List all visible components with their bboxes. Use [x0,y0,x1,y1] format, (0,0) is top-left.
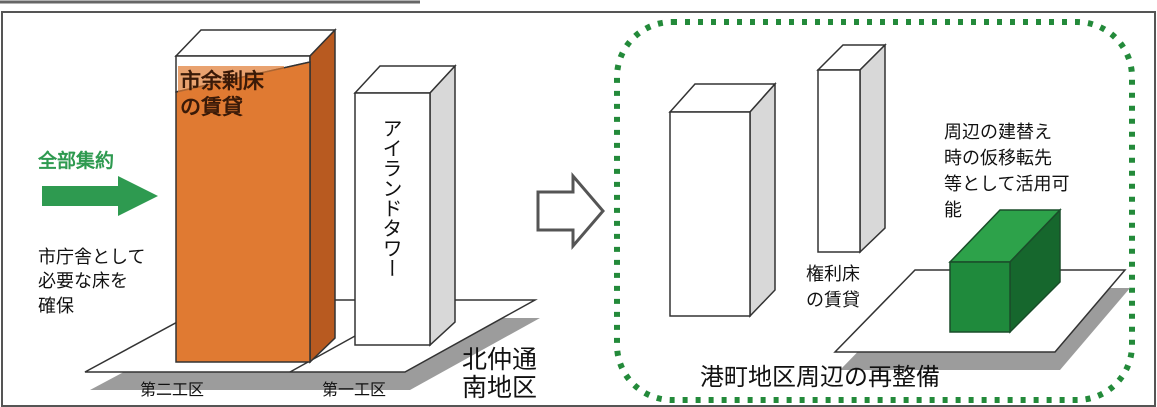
dotted-border [614,19,1135,403]
white-box-large-side [749,82,776,318]
floor-label: 権利床 の賃貸 [806,264,860,312]
orange-tower-side [309,28,336,364]
side-note: 市庁舎として 必要な床を 確保 [38,247,146,317]
white-tower-side [429,64,456,347]
area-name: 北仲通 南地区 [462,345,538,402]
green-block-front [949,261,1011,333]
outer-frame [1,11,1156,407]
white-tower-label: アイランドタワー [379,118,403,278]
transition-arrow-icon [536,171,605,251]
white-tower-front [354,92,431,346]
green-arrow-icon [42,176,158,216]
orange-tower-label-box [178,66,284,130]
white-box-large-front [669,111,751,317]
orange-tower-top [174,29,337,57]
district-1-label: 第一工区 [322,380,387,399]
caption: 港町地区周辺の再整備 [700,363,940,391]
orange-tower-label: 市余剰床 の賃貸 [180,69,264,120]
arrow-label: 全部集約 [38,150,115,172]
district-2-label: 第二工区 [140,380,205,399]
white-box-tall-side [859,43,886,254]
white-box-tall-front [817,69,861,253]
reuse-note: 周辺の建替え 時の仮移転先 等として活用可 能 [944,122,1070,222]
